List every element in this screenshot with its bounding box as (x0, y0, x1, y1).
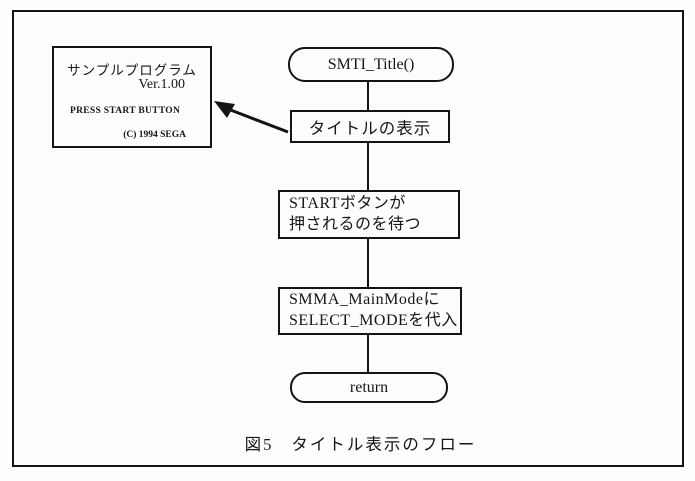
flow-start-node: SMTI_Title() (288, 47, 454, 82)
flow-connector (367, 239, 369, 287)
flow-step-wait-start-label: STARTボタンが 押されるのを待つ (289, 194, 422, 233)
figure-caption-text: タイトル表示のフロー (291, 435, 477, 454)
flow-end-label: return (349, 378, 389, 396)
flow-start-label: SMTI_Title() (327, 55, 415, 73)
flow-connector (367, 143, 369, 190)
flow-step-title-display-label: タイトルの表示 (308, 118, 432, 138)
flow-step-assign-mode: SMMA_MainModeに SELECT_MODEを代入 (278, 287, 462, 335)
preview-copyright-text: (C) 1994 SEGA (123, 130, 186, 140)
preview-version-text: Ver.1.00 (138, 77, 185, 92)
preview-title-text: サンプルプログラム (67, 63, 197, 78)
flow-connector (367, 82, 369, 110)
flow-end-node: return (290, 372, 448, 403)
flow-step-title-display: タイトルの表示 (290, 110, 450, 143)
flow-step-wait-start: STARTボタンが 押されるのを待つ (278, 190, 460, 239)
figure-caption: 図5 タイトル表示のフロー (13, 431, 695, 455)
flow-step-assign-mode-label: SMMA_MainModeに SELECT_MODEを代入 (289, 291, 458, 329)
title-screen-preview: サンプルプログラム Ver.1.00 PRESS START BUTTON (C… (52, 46, 212, 148)
figure-caption-label: 図5 (244, 435, 274, 454)
preview-press-start-text: PRESS START BUTTON (70, 106, 181, 116)
flow-connector (367, 335, 369, 372)
